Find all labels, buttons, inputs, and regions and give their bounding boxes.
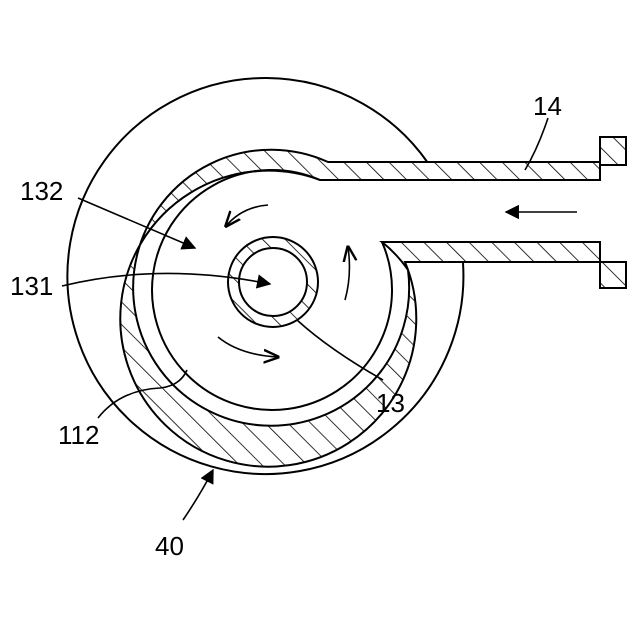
swirl-arrow-right: [345, 247, 349, 300]
casing-wall-112: [120, 150, 600, 467]
label-14: 14: [533, 91, 562, 121]
label-131: 131: [10, 271, 53, 301]
flange: [600, 137, 626, 165]
center-bore-131: [239, 248, 307, 316]
label-40: 40: [155, 531, 184, 561]
leader-13: [297, 320, 383, 380]
swirl-arrow-top: [226, 205, 268, 226]
leader-132: [78, 198, 195, 248]
label-112: 112: [58, 420, 99, 450]
label-132: 132: [20, 176, 63, 206]
label-13: 13: [376, 388, 405, 418]
swirl-arrow-bottom: [218, 337, 278, 357]
flange-bottom: [600, 262, 626, 288]
leader-40: [183, 470, 213, 520]
